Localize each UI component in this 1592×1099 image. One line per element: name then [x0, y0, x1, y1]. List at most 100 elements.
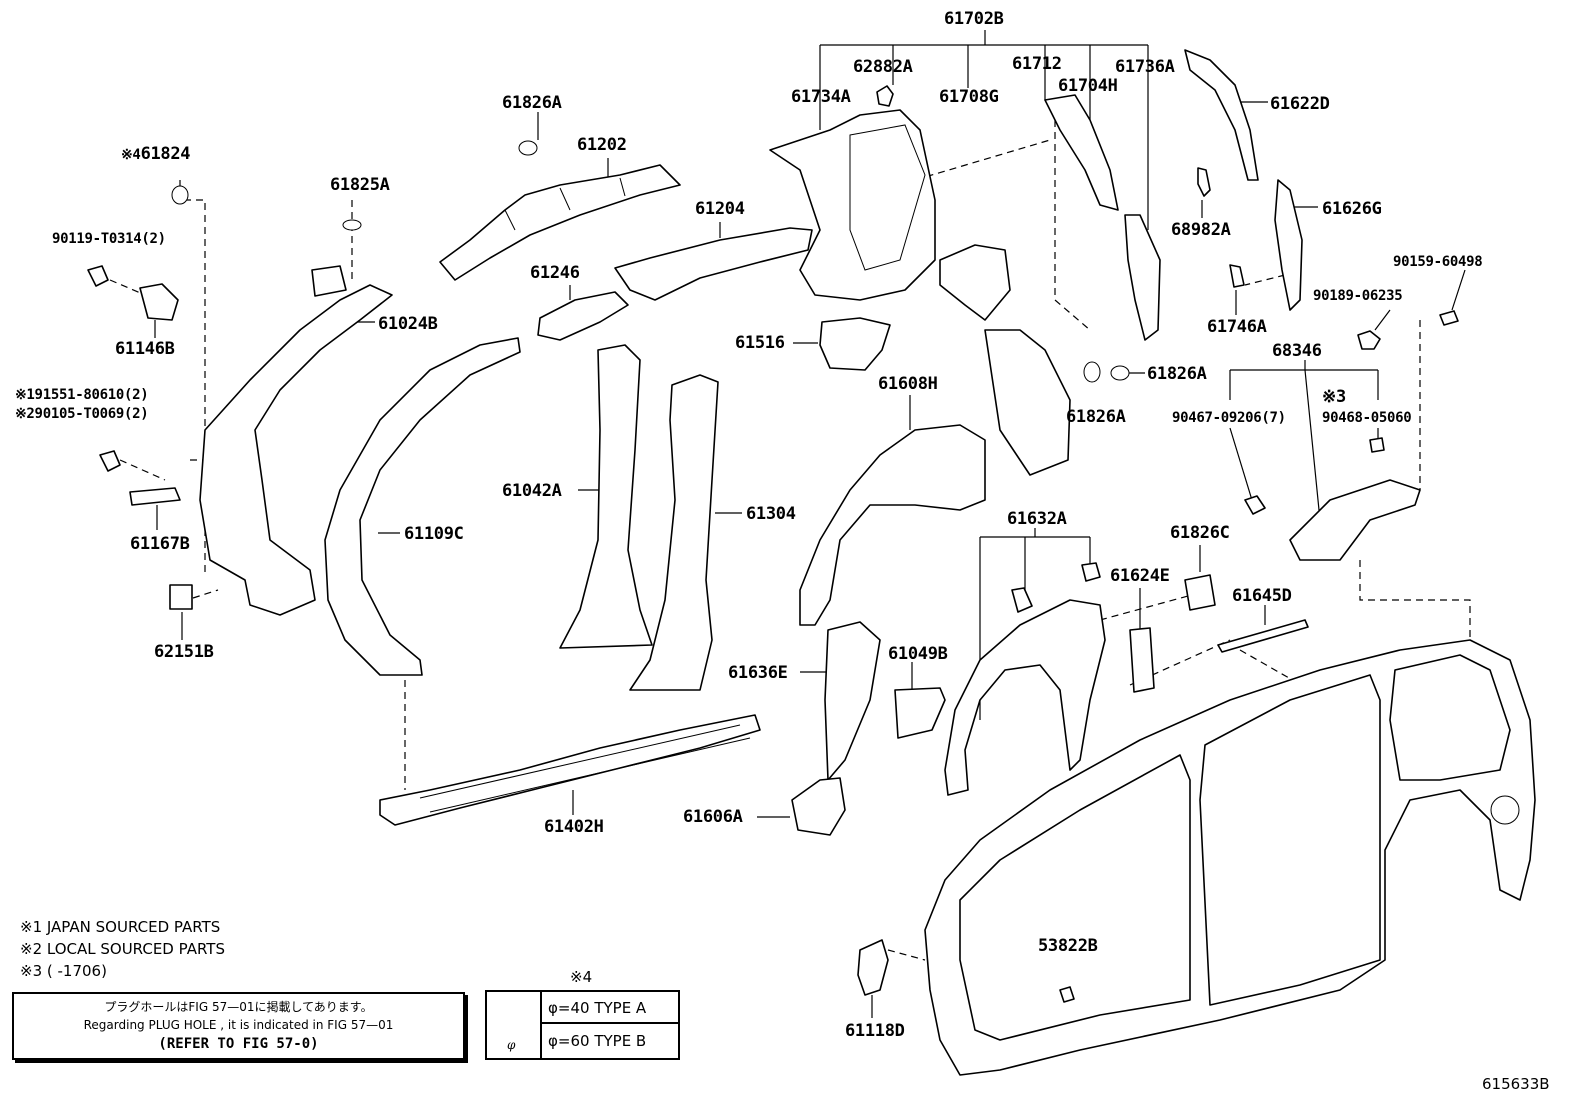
part-61704h [1044, 94, 1119, 211]
plug-type-table: φ φ=40 TYPE A φ=60 TYPE B [485, 990, 680, 1060]
part-61167b [129, 487, 181, 506]
label-61042a: 61042A [502, 481, 562, 501]
part-61632a [944, 599, 1106, 796]
plug-hole-notice: プラグホールはFIG 57—01に掲載してあります。 Regarding PLU… [12, 992, 465, 1060]
label-61167b: 61167B [130, 534, 190, 554]
label-62151b: 62151B [154, 642, 214, 662]
part-90189 [1357, 330, 1381, 350]
diameter-symbol-label: φ [507, 1038, 516, 1052]
label-61632a: 61632A [1007, 509, 1067, 529]
label-68346: 68346 [1272, 341, 1322, 361]
part-61622d [1184, 49, 1259, 181]
parts [87, 49, 1536, 1076]
label-61712: 61712 [1012, 54, 1062, 74]
part-62882a [876, 85, 894, 107]
label-90467-09206: 90467-09206(7) [1172, 410, 1286, 426]
label-61704h: 61704H [1058, 76, 1118, 96]
label-61202: 61202 [577, 135, 627, 155]
plug-hole-notice-en: Regarding PLUG HOLE , it is indicated in… [83, 1018, 394, 1032]
part-68346 [1289, 479, 1421, 561]
label-61606a: 61606A [683, 807, 743, 827]
label-61736a: 61736A [1115, 57, 1175, 77]
part-61824 [171, 185, 189, 205]
label-68982a: 68982A [1171, 220, 1231, 240]
part-61826c [1184, 574, 1216, 611]
label-90105-t0069: ※290105-T0069(2) [15, 406, 149, 422]
part-61826a-low [1083, 361, 1101, 383]
note-mark-4: ※4 [121, 147, 141, 163]
label-90468-05060: 90468-05060 [1322, 410, 1412, 426]
part-62151b [169, 584, 193, 610]
label-61304: 61304 [746, 504, 796, 524]
part-61645d [1217, 619, 1309, 653]
label-61608h: 61608H [878, 374, 938, 394]
label-61636e: 61636E [728, 663, 788, 683]
part-61736a [1124, 214, 1161, 341]
part-90159 [1439, 310, 1459, 326]
part-61146b [139, 283, 179, 321]
label-90159-60498: 90159-60498 [1393, 254, 1483, 270]
part-61246 [537, 291, 629, 341]
note-mark-3: ※3 [1322, 387, 1346, 407]
part-61636e [824, 621, 881, 781]
part-61516 [819, 317, 891, 371]
part-61734a [769, 109, 936, 301]
figure-id: 615633B [1482, 1075, 1550, 1093]
part-61118d [857, 939, 889, 996]
label-61702b: 61702B [944, 9, 1004, 29]
part-53822b [1059, 986, 1075, 1003]
label-61204: 61204 [695, 199, 745, 219]
part-61042a [559, 344, 653, 649]
label-61826c: 61826C [1170, 523, 1230, 543]
label-61118d: 61118D [845, 1021, 905, 1041]
label-61516: 61516 [735, 333, 785, 353]
part-61109c [324, 337, 521, 676]
part-61202 [439, 164, 681, 281]
part-61606a [791, 777, 846, 836]
label-61708g: 61708G [939, 87, 999, 107]
plug-type-b-row: φ=60 TYPE B [548, 1032, 647, 1050]
plug-hole-notice-jp: プラグホールはFIG 57—01に掲載してあります。 [104, 1000, 373, 1014]
label-90119-t0314: 90119-T0314(2) [52, 231, 166, 247]
plug-type-a-row: φ=40 TYPE A [542, 992, 678, 1024]
part-61826a-mid [1110, 365, 1130, 381]
part-61825a [342, 219, 362, 231]
label-61622d: 61622D [1270, 94, 1330, 114]
part-91551 [99, 450, 121, 472]
part-61712 [984, 329, 1071, 476]
label-61826a-low: 61826A [1066, 407, 1126, 427]
label-61024b: 61024B [378, 314, 438, 334]
part-61746a [1229, 264, 1245, 288]
note-local-sourced: ※2 LOCAL SOURCED PARTS [20, 940, 225, 958]
part-61624e [1129, 627, 1155, 693]
label-91551-80610: ※191551-80610(2) [15, 387, 149, 403]
label-61049b: 61049B [888, 644, 948, 664]
part-61608h [799, 424, 986, 626]
plug-diameter-cell: φ [487, 992, 542, 1058]
label-61826a-mid: 61826A [1147, 364, 1207, 384]
note-japan-sourced: ※1 JAPAN SOURCED PARTS [20, 918, 221, 936]
label-62882a: 62882A [853, 57, 913, 77]
label-61246: 61246 [530, 263, 580, 283]
part-68982a [1197, 167, 1211, 197]
label-61824: ※461824 [121, 144, 191, 164]
label-61734a: 61734A [791, 87, 851, 107]
label-61402h: 61402H [544, 817, 604, 837]
label-61624e: 61624E [1110, 566, 1170, 586]
part-61204 [614, 227, 813, 301]
label-61146b: 61146B [115, 339, 175, 359]
type-table-heading: ※4 [570, 968, 593, 986]
label-90189-06235: 90189-06235 [1313, 288, 1403, 304]
label-61645d: 61645D [1232, 586, 1292, 606]
label-61626g: 61626G [1322, 199, 1382, 219]
part-61626g [1274, 179, 1303, 311]
part-61826a-top [518, 140, 538, 156]
label-61746a: 61746A [1207, 317, 1267, 337]
part-61049b [894, 687, 946, 739]
label-61826a-top: 61826A [502, 93, 562, 113]
label-61109c: 61109C [404, 524, 464, 544]
part-90119 [87, 265, 109, 287]
label-61825a: 61825A [330, 175, 390, 195]
note-date-range: ※3 ( -1706) [20, 962, 107, 980]
